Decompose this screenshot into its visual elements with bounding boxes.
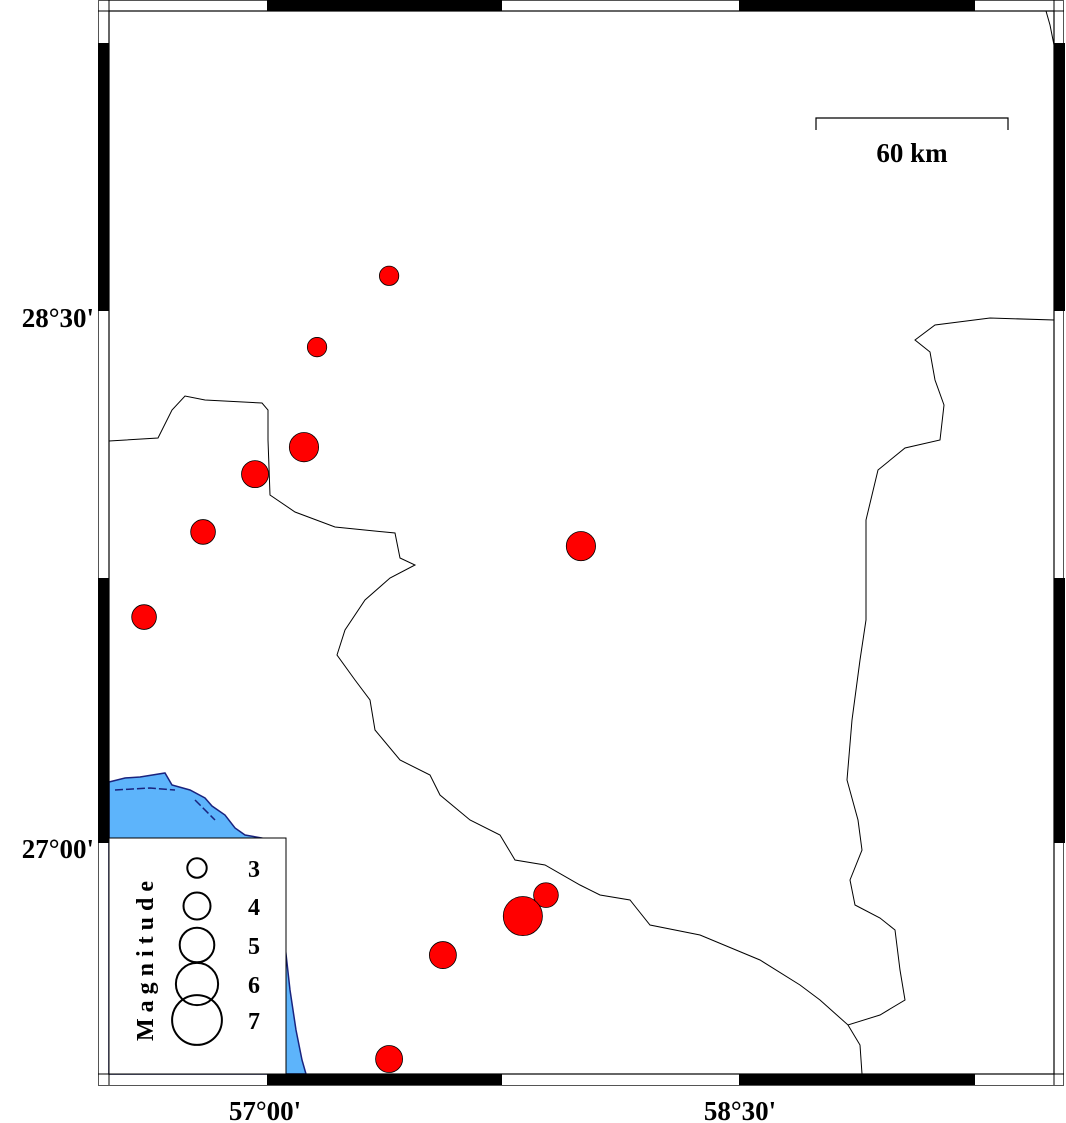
earthquake-marker [241, 460, 269, 489]
coast-detail [114, 787, 216, 821]
legend-label: 6 [248, 973, 260, 999]
earthquake-marker [375, 1045, 403, 1073]
scale-bar-label: 60 km [876, 138, 948, 168]
earthquake-marker [131, 604, 157, 630]
earthquake-marker [378, 265, 400, 286]
lat-label: 28°30' [22, 303, 94, 333]
lon-label: 57°00' [229, 1096, 301, 1123]
earthquake-events [131, 265, 596, 1073]
lat-label: 27°00' [22, 834, 94, 864]
map-frame [98, 0, 1065, 1086]
legend-circle [186, 857, 208, 879]
earthquake-marker [288, 432, 320, 463]
legend-circle [174, 961, 220, 1007]
lon-label: 58°30' [704, 1096, 776, 1123]
magnitude-legend: Magnitude 3 4 5 6 7 [108, 837, 287, 1075]
scale-bar: 60 km [815, 117, 1009, 168]
legend-label: 7 [248, 1009, 260, 1035]
legend-label: 3 [248, 857, 260, 883]
earthquake-marker [565, 531, 596, 562]
earthquake-marker [533, 882, 559, 908]
earthquake-marker [429, 941, 457, 969]
earthquake-marker [502, 896, 543, 937]
legend-title: Magnitude [133, 875, 159, 1041]
province-borders [108, 10, 1055, 1075]
legend-label: 4 [248, 895, 260, 921]
earthquake-marker [190, 519, 216, 545]
earthquake-marker [306, 337, 328, 358]
legend-circle [171, 994, 223, 1046]
legend-circle [182, 891, 212, 921]
legend-label: 5 [248, 934, 260, 960]
